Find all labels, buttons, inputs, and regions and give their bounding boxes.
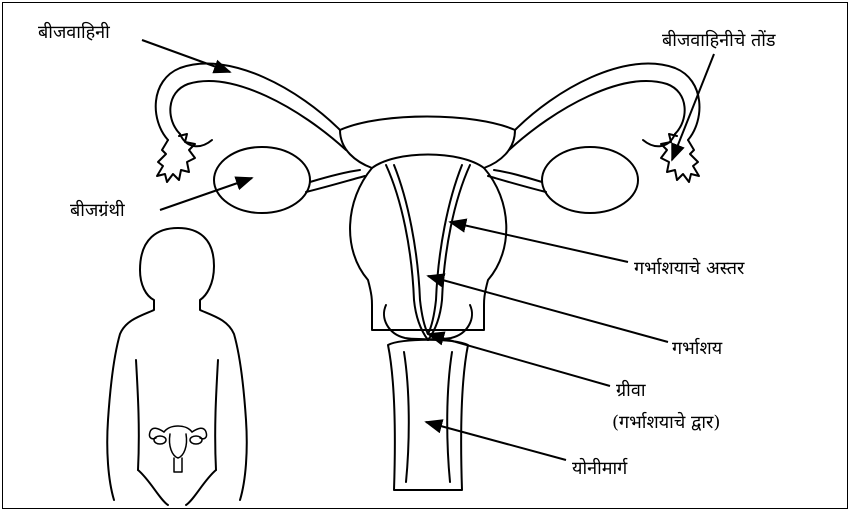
human-silhouette [107, 228, 247, 500]
left-ovary [214, 147, 310, 213]
mini-reproductive-system [149, 426, 206, 472]
pointer-ovary [160, 178, 252, 210]
label-cervix-note: (गर्भाशयाचे द्वार) [612, 412, 720, 434]
pointer-endometrium [450, 222, 628, 262]
uterus-fundus [340, 117, 515, 131]
left-fimbriae [157, 134, 195, 182]
right-ovary [542, 147, 638, 213]
pointer-cervix [428, 334, 610, 386]
uterus-outline [350, 155, 506, 331]
uterine-cavity [386, 165, 470, 340]
left-fallopian-tube [156, 64, 340, 140]
label-fimbriae: बीजवाहिनीचे तोंड [662, 30, 776, 52]
label-uterus: गर्भाशय [672, 338, 722, 360]
label-cervix: ग्रीवा [616, 380, 645, 402]
label-endometrium: गर्भाशयाचे अस्तर [634, 258, 744, 280]
label-vagina: योनीमार्ग [572, 458, 627, 480]
vagina-outline [388, 340, 468, 490]
right-fallopian-tube [515, 64, 699, 140]
pointer-fallopian-tube [142, 40, 230, 72]
label-ovary: बीजग्रंथी [70, 200, 125, 222]
label-fallopian-tube: बीजवाहिनी [38, 22, 110, 44]
